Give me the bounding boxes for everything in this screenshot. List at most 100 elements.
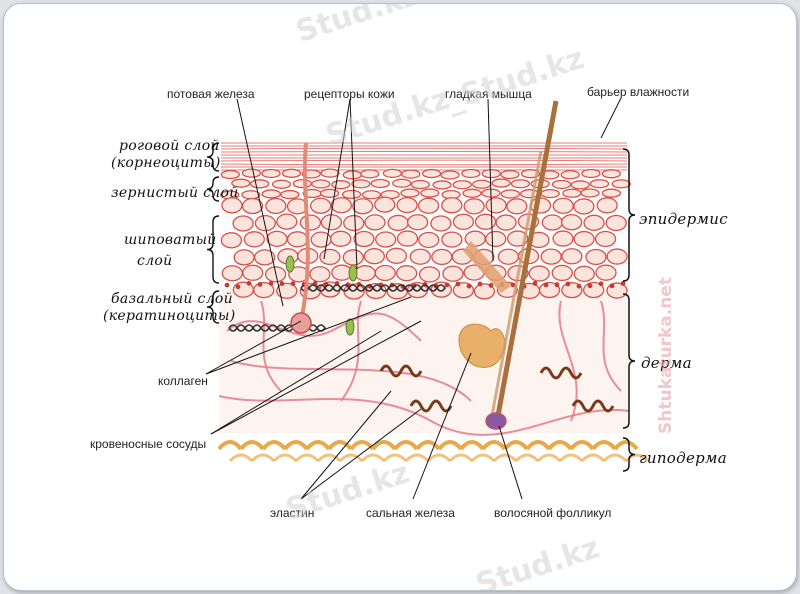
brace-corneum — [206, 142, 220, 172]
label-collagen: коллаген — [158, 374, 208, 388]
spinous-cell — [605, 214, 627, 232]
spinous-cell — [431, 248, 453, 266]
collagen-fiber — [436, 284, 446, 292]
fat-lobule — [470, 453, 496, 463]
spinous-cell — [375, 231, 397, 248]
spinous-cell — [354, 265, 376, 282]
leader-receptor-1 — [323, 98, 351, 260]
hair-follicle-bulb — [485, 412, 507, 430]
spinous-cell — [396, 230, 419, 247]
leader-moisture-barrier — [600, 97, 622, 139]
spinous-cell — [363, 248, 385, 265]
spinous-cell — [276, 282, 298, 299]
basal-cell — [565, 281, 571, 287]
spinous-cell — [595, 264, 617, 281]
granular-cell — [432, 180, 452, 190]
basal-cell — [279, 281, 285, 286]
fat-lobule — [481, 440, 507, 451]
granular-cell — [281, 168, 302, 178]
fat-lobule — [602, 453, 628, 463]
spinous-cell — [330, 230, 352, 247]
skin-receptor — [348, 264, 358, 282]
fat-lobule — [272, 453, 298, 463]
basal-cell — [455, 281, 461, 287]
skin-receptor — [285, 255, 295, 273]
spinous-cell — [241, 197, 264, 215]
granular-cell — [361, 190, 382, 200]
leader-vessels-2 — [210, 330, 382, 435]
spinous-cell — [286, 231, 309, 248]
spinous-cell — [560, 214, 583, 231]
fat-lobule — [503, 440, 529, 451]
brace-hypodermis — [622, 437, 636, 472]
blood-vessel — [230, 360, 472, 402]
granular-cell — [401, 169, 421, 179]
fat-lobule — [239, 440, 265, 451]
spinous-cell — [474, 213, 497, 230]
basal-cell — [268, 280, 274, 286]
fat-lobule — [217, 440, 243, 451]
fat-lobule — [437, 440, 463, 451]
spinous-cell — [430, 215, 452, 232]
basal-cell — [532, 281, 538, 286]
spinous-cell — [552, 230, 574, 247]
blood-vessel — [226, 312, 422, 342]
fat-lobule — [305, 440, 331, 451]
blood-vessel — [260, 300, 282, 392]
sweat-gland-coil — [290, 312, 312, 334]
spinous-cell — [594, 230, 617, 248]
leader-sebaceous — [412, 352, 472, 500]
blood-vessel — [218, 395, 630, 436]
label-blood-vessels: кровеносные сосуды — [90, 437, 207, 451]
watermark-side: Shtukaturka.net — [656, 277, 676, 434]
spinous-cell — [374, 264, 396, 282]
spinous-cell — [364, 214, 386, 231]
sweat-duct — [299, 142, 310, 322]
skin-cross-section-diagram — [205, 97, 650, 500]
leader-collagen-2 — [205, 296, 412, 375]
granular-cell — [491, 178, 511, 188]
spinous-cell — [473, 283, 496, 300]
granular-cell — [261, 168, 281, 179]
granular-cell — [421, 168, 442, 179]
basal-cell — [488, 283, 494, 288]
basal-cell — [477, 281, 483, 287]
elastin-fiber — [571, 399, 615, 413]
brace-basal — [206, 290, 220, 324]
leader-elastin-2 — [300, 408, 422, 500]
granular-cell — [562, 188, 582, 198]
spinous-cell — [310, 197, 332, 214]
fat-lobule — [228, 453, 254, 463]
granular-cell — [440, 170, 460, 180]
spinous-cell — [242, 264, 264, 281]
spinous-cell — [452, 213, 475, 230]
granular-cell — [331, 180, 351, 190]
fat-lobule — [327, 440, 353, 451]
brace-spinous — [206, 215, 220, 284]
leader-receptor-2 — [349, 98, 358, 270]
granular-cell — [271, 179, 292, 189]
hair-shaft — [494, 100, 559, 422]
spinous-cell — [585, 248, 607, 266]
fat-lobule — [283, 440, 309, 451]
spinous-cell — [243, 231, 265, 248]
label-epidermis: эпидермис — [639, 210, 728, 228]
label-hair-follicle: волосяной фолликул — [494, 506, 612, 520]
granular-cell — [341, 189, 362, 200]
granular-cell — [611, 179, 631, 189]
basal-cell — [224, 282, 230, 288]
spinous-cell — [353, 230, 375, 248]
granular-cell — [410, 179, 430, 190]
spinous-cell — [320, 214, 343, 231]
fat-lobule — [591, 440, 617, 451]
granular-cell — [360, 169, 380, 179]
fat-lobule — [393, 440, 419, 451]
granular-cell — [231, 178, 251, 188]
spinous-cell — [441, 231, 463, 248]
fat-lobule — [547, 440, 573, 451]
fat-lobule — [250, 453, 276, 463]
skin-receptor — [345, 318, 355, 336]
collagen-fiber — [316, 324, 326, 332]
granular-cell — [540, 188, 560, 199]
fat-lobule — [404, 453, 430, 463]
